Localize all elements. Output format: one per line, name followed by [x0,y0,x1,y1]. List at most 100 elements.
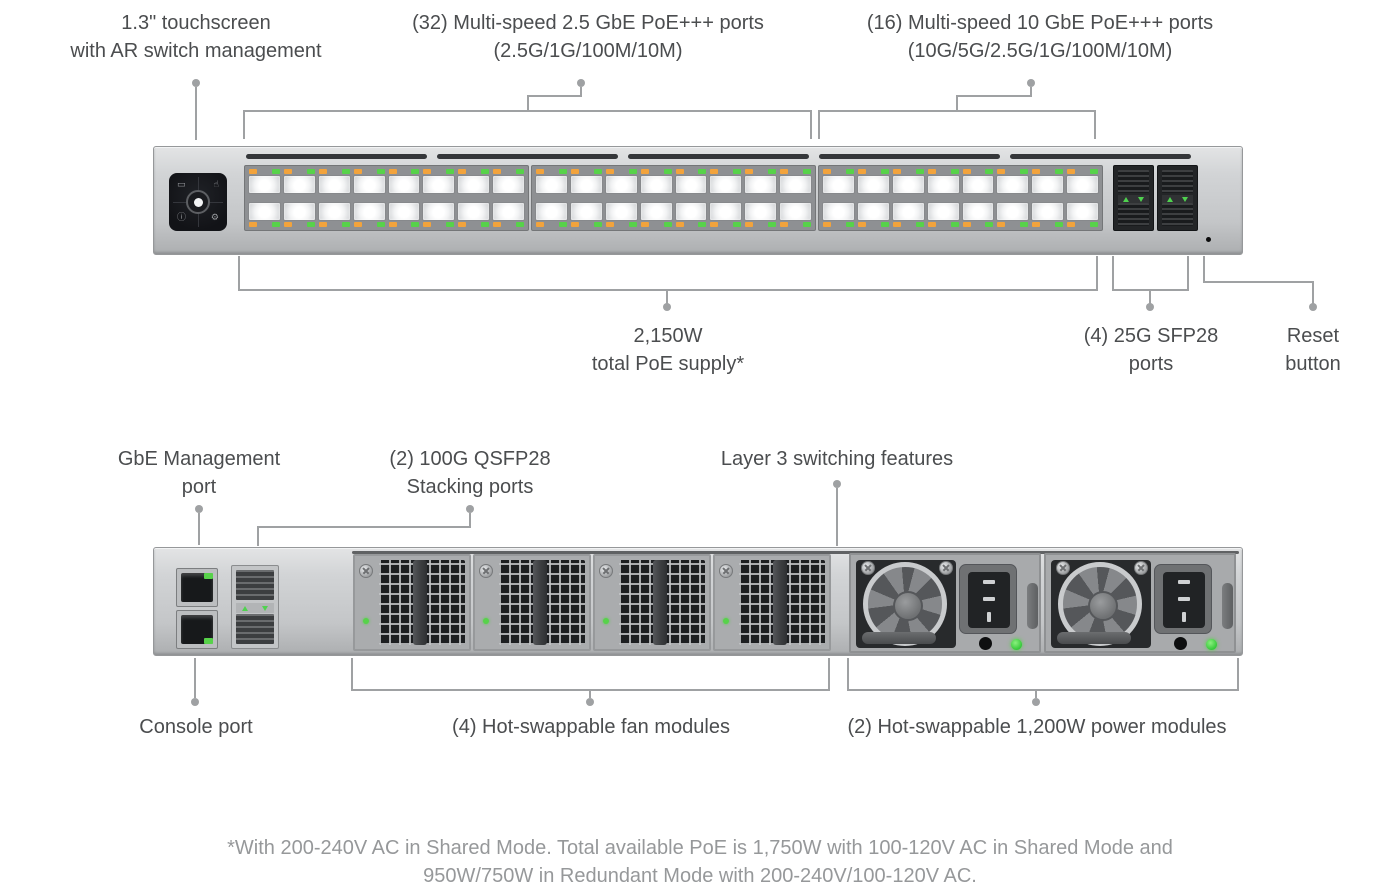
poe-led-orange [892,169,901,174]
psu-button [1174,637,1187,650]
poe-led-orange [927,169,936,174]
rj45-jack [317,175,351,194]
link-led-green [663,222,672,227]
rj45-port-column [891,169,925,227]
link-led-green [1090,222,1098,227]
management-port [176,568,218,607]
poe-led-orange [857,169,866,174]
port-leds [640,222,673,227]
leader-dot-fans [586,698,594,706]
link-led-green [803,169,811,174]
link-led-green [880,222,889,227]
rj45-jack [282,175,316,194]
leader-dot-25g [577,79,585,87]
link-led-green [306,222,315,227]
rj45-port [961,169,995,195]
rj45-port [744,201,778,227]
port-leds [1031,222,1064,227]
rj45-port-column [996,169,1030,227]
port-leds [709,222,742,227]
rj45-jack [822,202,855,221]
rj45-port [535,169,568,195]
rj45-port [1066,169,1099,195]
leader-sfp-stem [1149,289,1151,305]
rj45-port [674,169,708,195]
rj45-port [248,169,281,195]
port-leds [248,222,281,227]
screw-icon [861,561,875,575]
sfp-cage-bottom [1162,203,1193,226]
psu-fan-handle [862,632,936,644]
rj45-port [317,169,351,195]
sfp-cage-top [1118,170,1149,193]
power-module [1044,553,1236,653]
link-led-green [1020,169,1029,174]
rj45-jack [1066,175,1099,194]
touchscreen: ▭ ☝ ⓘ ⚙ [169,173,227,231]
rj45-port [779,169,812,195]
qsfp-cage-top [236,570,274,600]
link-led-green [341,222,350,227]
leader-dot-psu [1032,698,1040,706]
label-sfp28-line2: ports [1128,353,1174,375]
rj45-port-column [961,169,995,227]
fan-handle [653,560,667,645]
poe-led-orange [249,222,257,227]
rj45-port [569,169,603,195]
leader-psu-stem [1035,689,1037,698]
leader-fans-stem [589,689,591,698]
rj45-port-column [709,169,743,227]
rj45-port-column [822,169,855,227]
leader-dot-10g [1027,79,1035,87]
poe-led-orange [570,169,579,174]
power-module [849,553,1041,653]
rj45-port [317,201,351,227]
port-leds [605,222,638,227]
rj45-port [282,169,316,195]
leader-10g-end-l [818,110,820,139]
inlet-pin-bottom [1182,612,1186,622]
link-led-green [593,169,602,174]
leader-25g-stem [580,87,582,97]
fan-handle [413,560,427,645]
rj45-jack [387,175,421,194]
label-mgmt: GbE Management port [118,445,280,501]
leader-qsfp-stem [469,513,471,528]
link-led-green [768,222,777,227]
port-leds [248,169,281,174]
leader-25g-bracket [243,110,812,112]
psu-status-led [1206,639,1217,650]
port-leds [570,222,603,227]
link-led-green [1090,169,1098,174]
label-25g-ports: (32) Multi-speed 2.5 GbE PoE+++ ports (2… [412,9,764,65]
info-icon: ⓘ [177,213,187,223]
rj45-port [282,201,316,227]
rj45-jack [996,202,1030,221]
fan-handle [773,560,787,645]
rj45-jack [674,202,708,221]
rj45-jack [744,175,778,194]
rj45-port [1031,201,1065,227]
rj45-port [352,169,386,195]
leader-psu-bracket [847,689,1239,691]
rj45-port-column [744,169,778,227]
rj45-port [961,201,995,227]
vent-slot [819,154,1000,159]
port-leds [822,222,855,227]
leader-10g-stem [1030,87,1032,97]
rj45-port [604,169,638,195]
screw-icon [939,561,953,575]
rj45-jack [422,202,456,221]
rj45-jack [961,175,995,194]
rj45-port [248,201,281,227]
rj45-port-column [569,169,603,227]
leader-10g-drop [956,95,958,112]
link-led-green [950,222,959,227]
rj45-jack [891,175,925,194]
link-led-green [376,169,385,174]
link-led-green [271,169,280,174]
vent-slot [246,154,427,159]
label-qsfp-line1: (2) 100G QSFP28 [389,448,551,470]
port-leds [744,222,777,227]
rj45-port [492,169,525,195]
